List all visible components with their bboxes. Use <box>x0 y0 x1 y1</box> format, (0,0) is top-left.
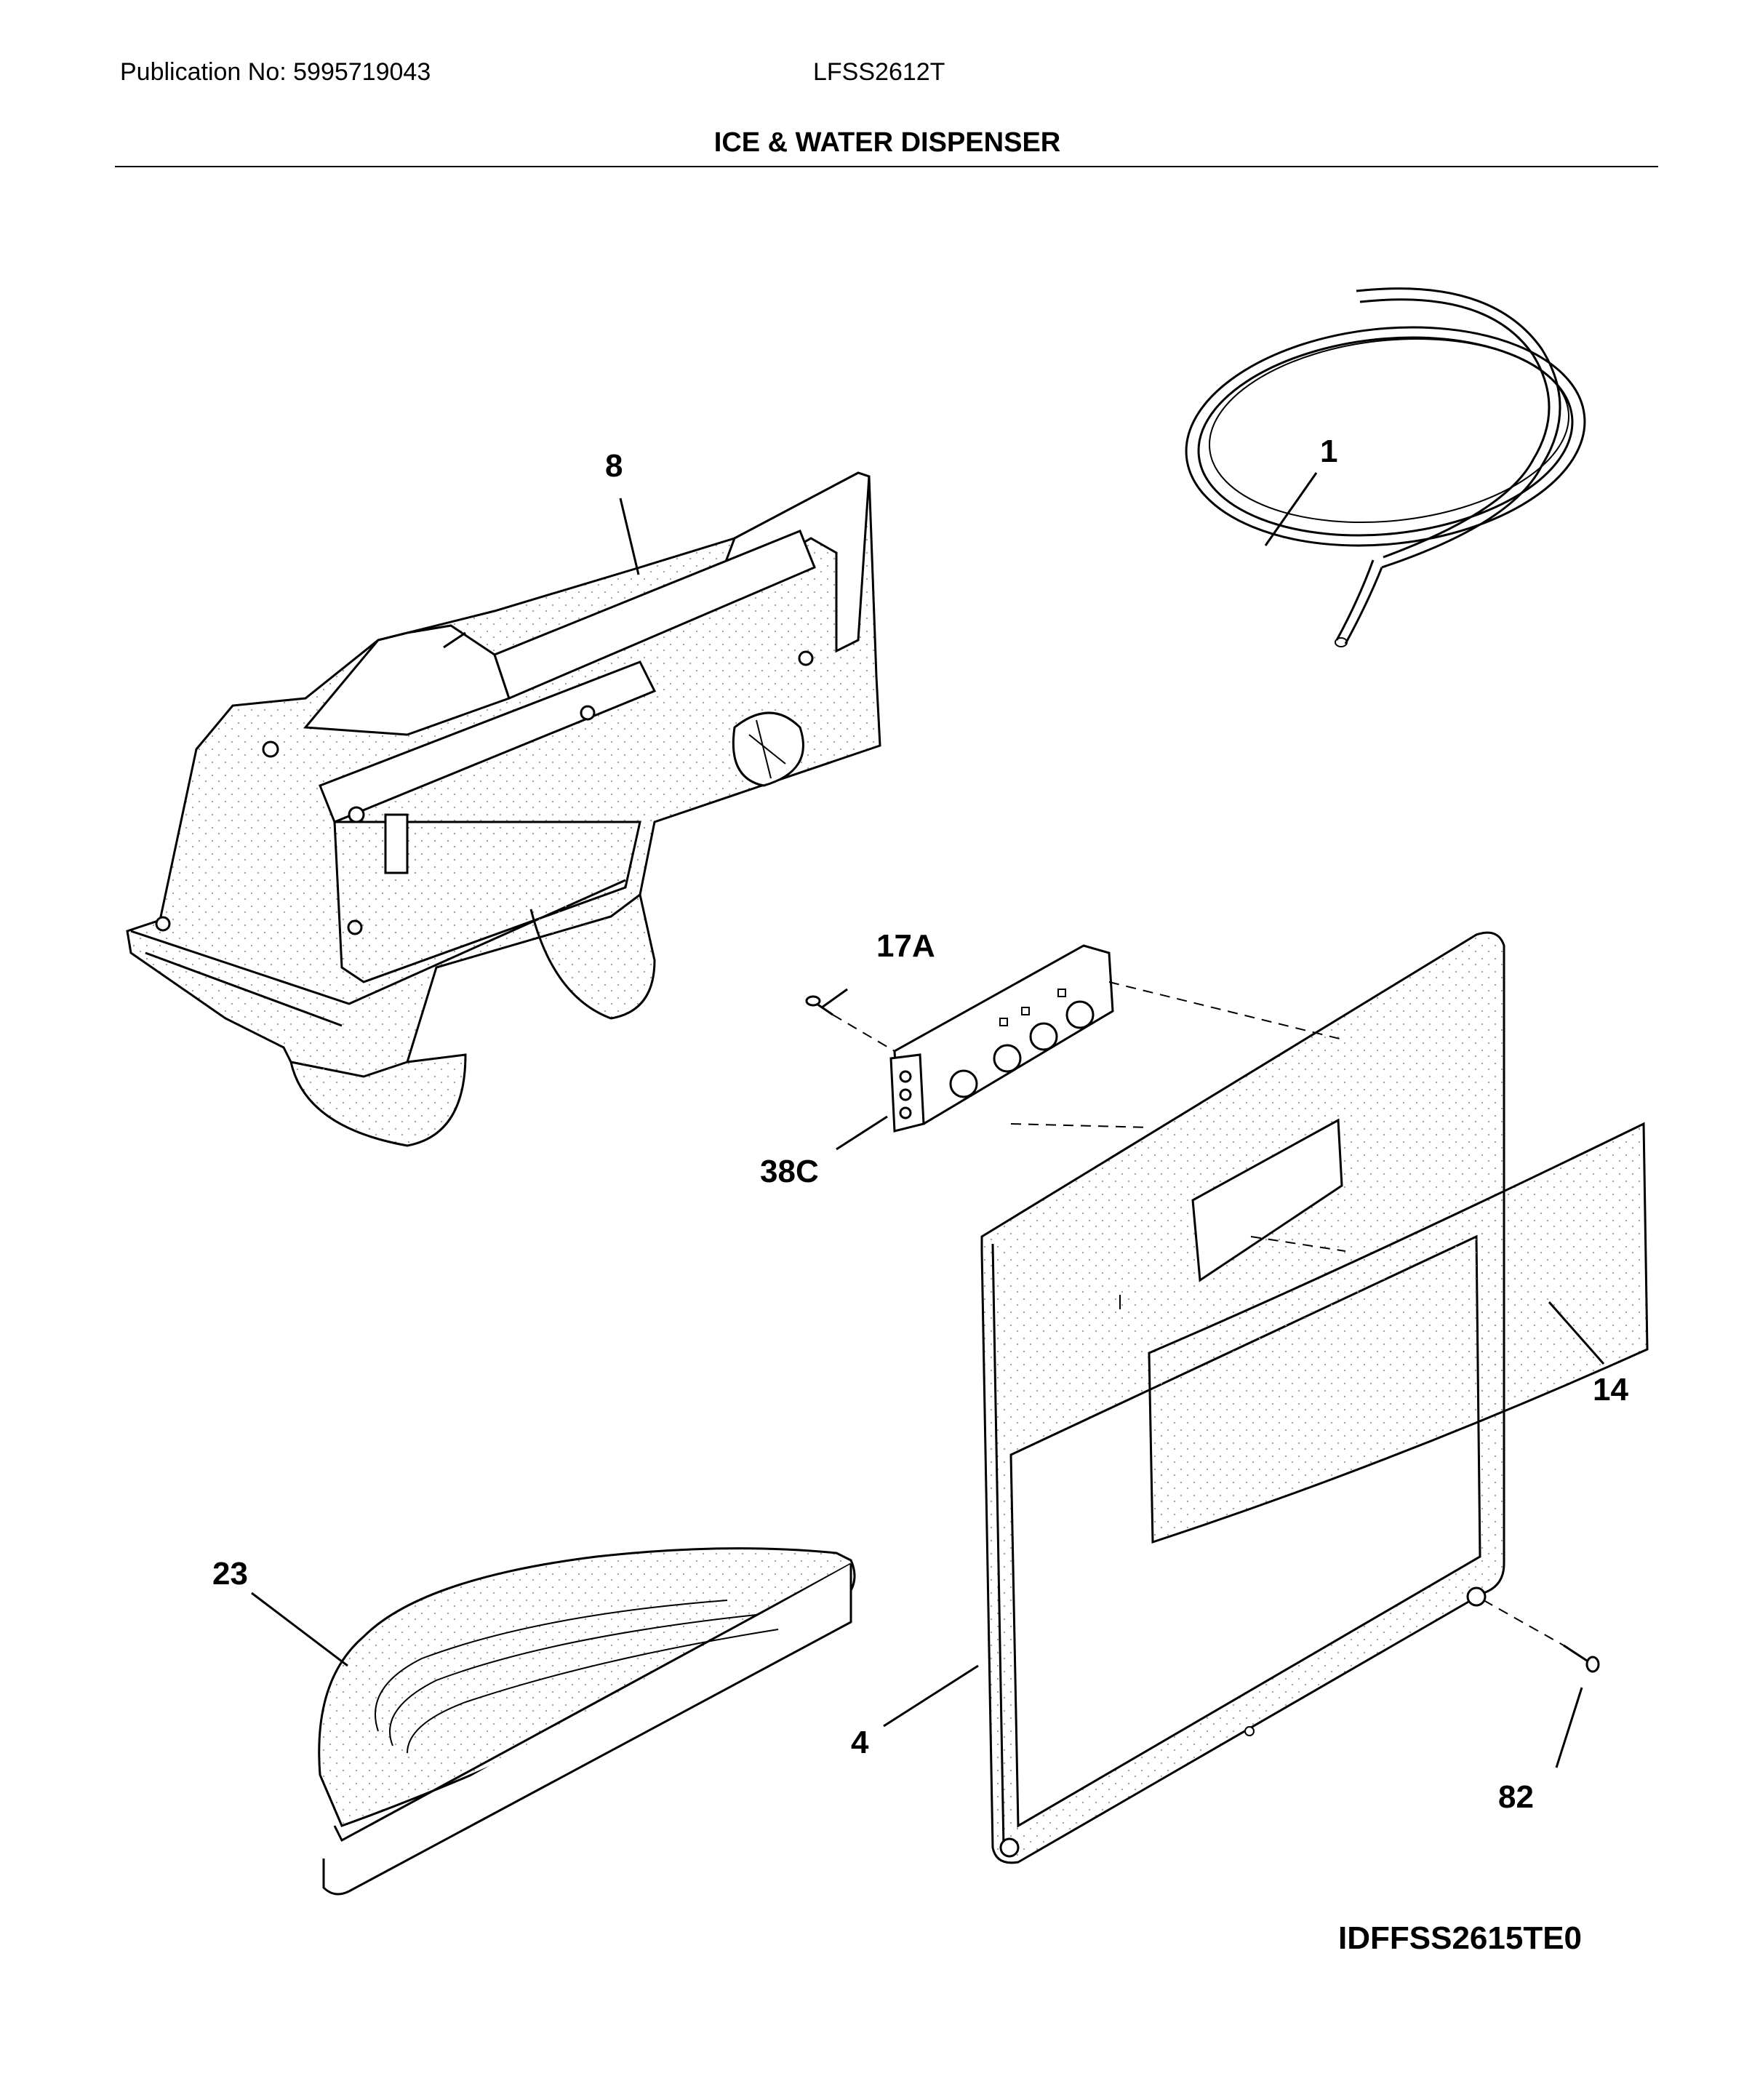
callout-23: 23 <box>212 1556 248 1592</box>
publication-number: Publication No: 5995719043 <box>120 58 431 86</box>
callout-1: 1 <box>1320 434 1337 469</box>
header-rule <box>115 166 1658 167</box>
part-17A-screw <box>805 995 833 1016</box>
model-number: LFSS2612T <box>813 58 945 86</box>
part-1-water-tube <box>1185 287 1586 647</box>
part-82-screw <box>1563 1644 1600 1673</box>
callout-38C: 38C <box>760 1154 819 1189</box>
part-38C-control-board <box>889 944 1114 1133</box>
diagram-code: IDFFSS2615TE0 <box>1338 1920 1583 1956</box>
alignment-dashes <box>832 981 1564 1646</box>
callout-14: 14 <box>1593 1372 1628 1408</box>
leader-lines <box>251 472 1605 1768</box>
part-23-drip-tray <box>318 1547 856 1896</box>
page-title: ICE & WATER DISPENSER <box>713 127 1061 158</box>
callout-4: 4 <box>851 1725 869 1760</box>
callout-17A: 17A <box>876 928 935 964</box>
part-14-decal <box>1148 1122 1649 1544</box>
callout-8: 8 <box>605 448 623 484</box>
part-8-dispenser-housing <box>126 471 881 1147</box>
callout-82: 82 <box>1498 1779 1534 1815</box>
